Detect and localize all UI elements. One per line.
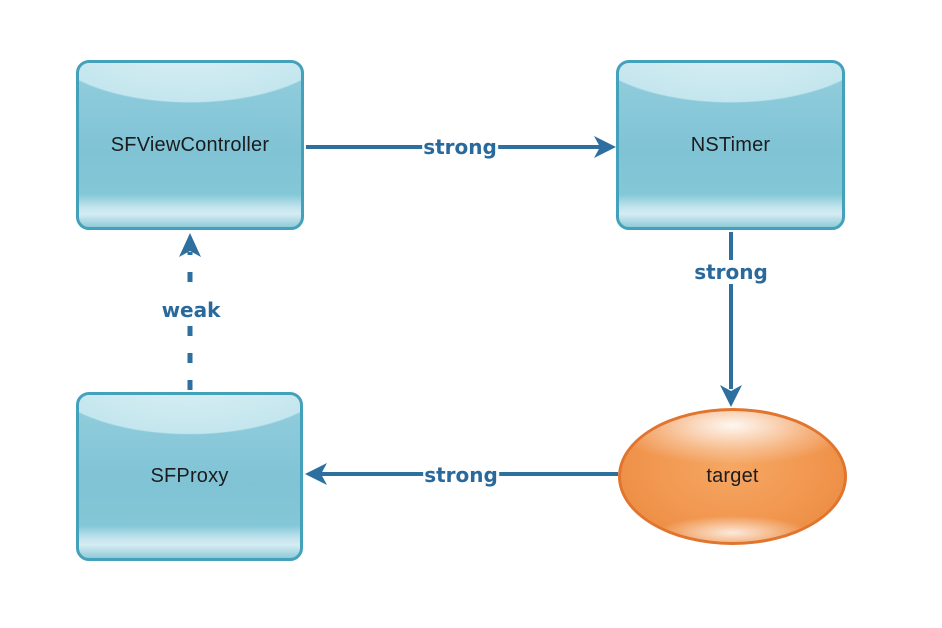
- node-nstimer: NSTimer: [616, 60, 845, 230]
- edge-sfproxy-sfviewcontroller-arrowhead: [179, 233, 201, 257]
- node-sfviewcontroller: SFViewController: [76, 60, 304, 230]
- edge-label-strong-top: strong: [422, 135, 498, 159]
- node-label: SFViewController: [110, 133, 270, 156]
- node-label: SFProxy: [150, 465, 229, 487]
- edge-label-strong-bottom: strong: [423, 463, 499, 487]
- node-sfproxy: SFProxy: [76, 392, 303, 561]
- node-label: target: [706, 465, 759, 487]
- edge-target-sfproxy-arrowhead: [305, 463, 327, 485]
- edge-label-weak: weak: [160, 298, 222, 322]
- edge-sfviewcontroller-nstimer-arrowhead: [594, 136, 616, 158]
- node-label: NSTimer: [690, 133, 771, 156]
- node-target: target: [618, 408, 847, 545]
- edge-label-strong-right: strong: [693, 260, 769, 284]
- edge-nstimer-target-arrowhead: [720, 385, 742, 407]
